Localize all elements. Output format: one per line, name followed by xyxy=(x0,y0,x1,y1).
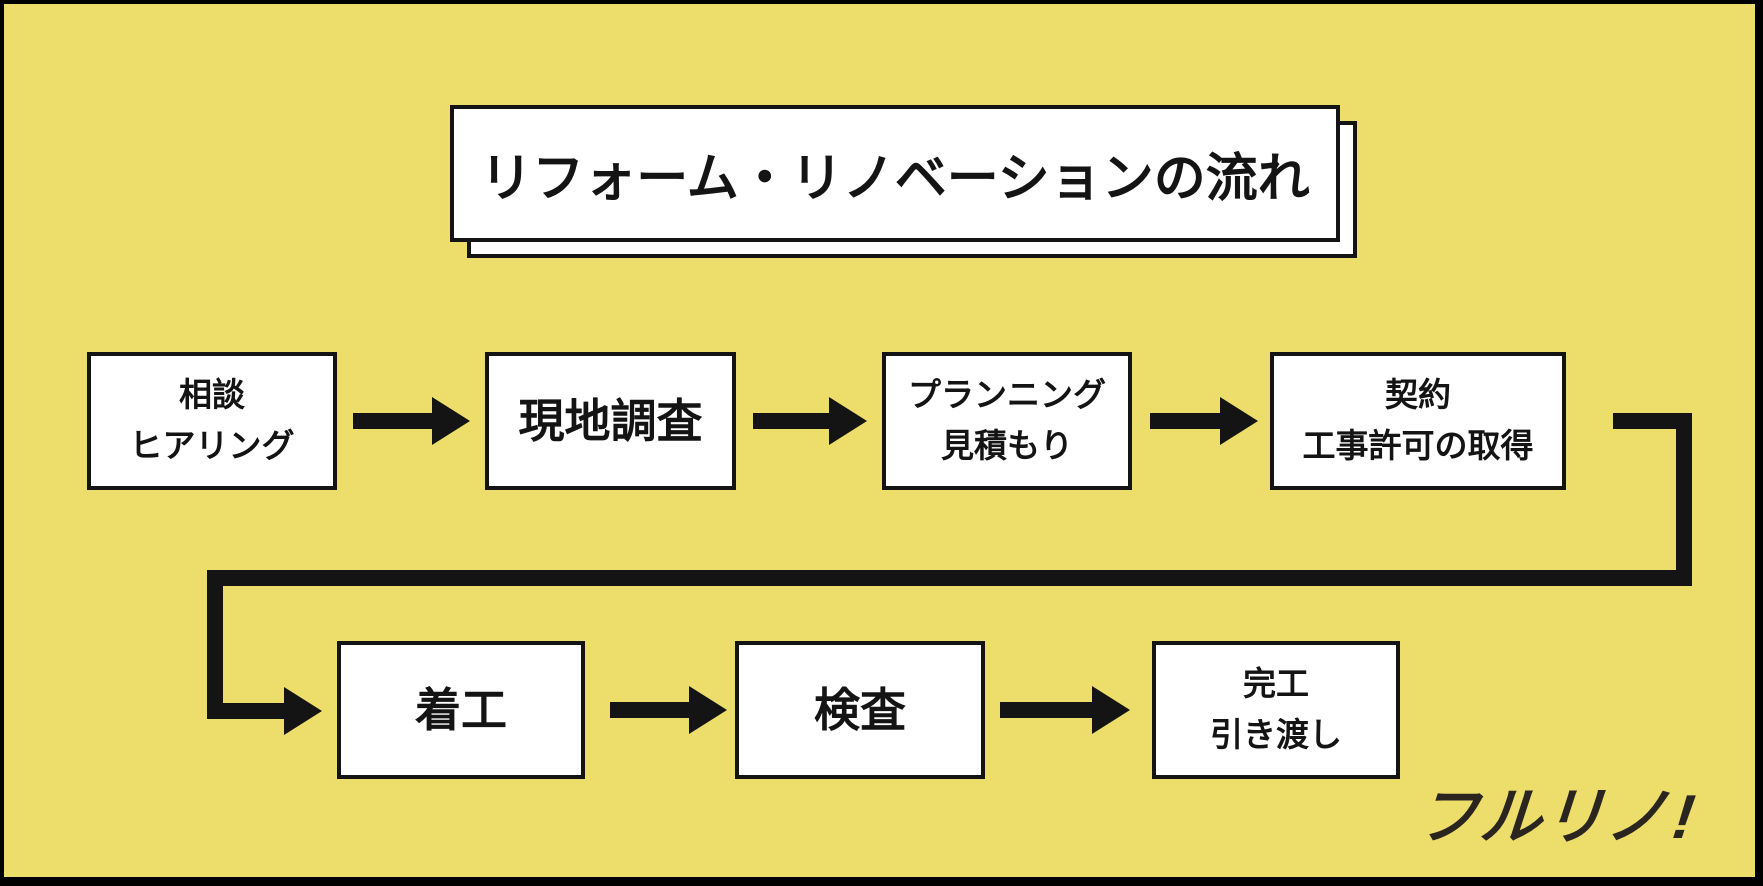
step-label: 工事許可の取得 xyxy=(1302,427,1534,465)
step-construction-start: 着工 xyxy=(337,641,585,779)
arrow-head xyxy=(829,397,867,445)
step-inspection: 検査 xyxy=(735,641,985,779)
arrow-head xyxy=(284,687,322,735)
step-label: 見積もり xyxy=(941,427,1073,465)
step-label: 完工 xyxy=(1243,665,1309,703)
arrow-head xyxy=(1092,686,1130,734)
arrow-shaft xyxy=(1150,413,1220,429)
page-title: リフォーム・リノベーションの流れ xyxy=(480,150,1310,208)
arrow-shaft xyxy=(610,702,689,718)
step-label: 相談 xyxy=(179,376,245,414)
connector-stub-line xyxy=(1613,413,1692,429)
step-site-survey: 現地調査 xyxy=(485,352,736,490)
arrow-right-icon xyxy=(1150,397,1258,445)
arrow-head xyxy=(1220,397,1258,445)
arrow-right-icon xyxy=(753,397,867,445)
arrow-right-icon xyxy=(610,686,727,734)
arrow-head xyxy=(432,397,470,445)
connector-right-vertical xyxy=(1676,413,1692,586)
arrow-shaft xyxy=(207,703,284,719)
step-consultation-hearing: 相談 ヒアリング xyxy=(87,352,337,490)
fullrino-logo: フルリノ! xyxy=(1410,783,1707,852)
arrow-right-icon xyxy=(1000,686,1130,734)
arrow-shaft xyxy=(753,413,829,429)
step-contract-permit: 契約 工事許可の取得 xyxy=(1270,352,1566,490)
step-label: 引き渡し xyxy=(1210,716,1342,754)
arrow-right-icon xyxy=(207,687,322,735)
arrow-shaft xyxy=(353,413,432,429)
title-box: リフォーム・リノベーションの流れ xyxy=(450,105,1340,242)
step-label: 現地調査 xyxy=(518,394,703,447)
step-completion-handover: 完工 引き渡し xyxy=(1152,641,1400,779)
connector-left-vertical xyxy=(207,570,223,719)
step-label: 検査 xyxy=(814,683,906,736)
arrow-right-icon xyxy=(353,397,470,445)
step-label: 契約 xyxy=(1385,376,1451,414)
step-planning-estimate: プランニング 見積もり xyxy=(882,352,1132,490)
arrow-shaft xyxy=(1000,702,1092,718)
step-label: 着工 xyxy=(415,683,507,736)
step-label: ヒアリング xyxy=(129,427,295,465)
connector-long-horizontal xyxy=(207,570,1692,586)
arrow-head xyxy=(689,686,727,734)
step-label: プランニング xyxy=(908,376,1106,414)
